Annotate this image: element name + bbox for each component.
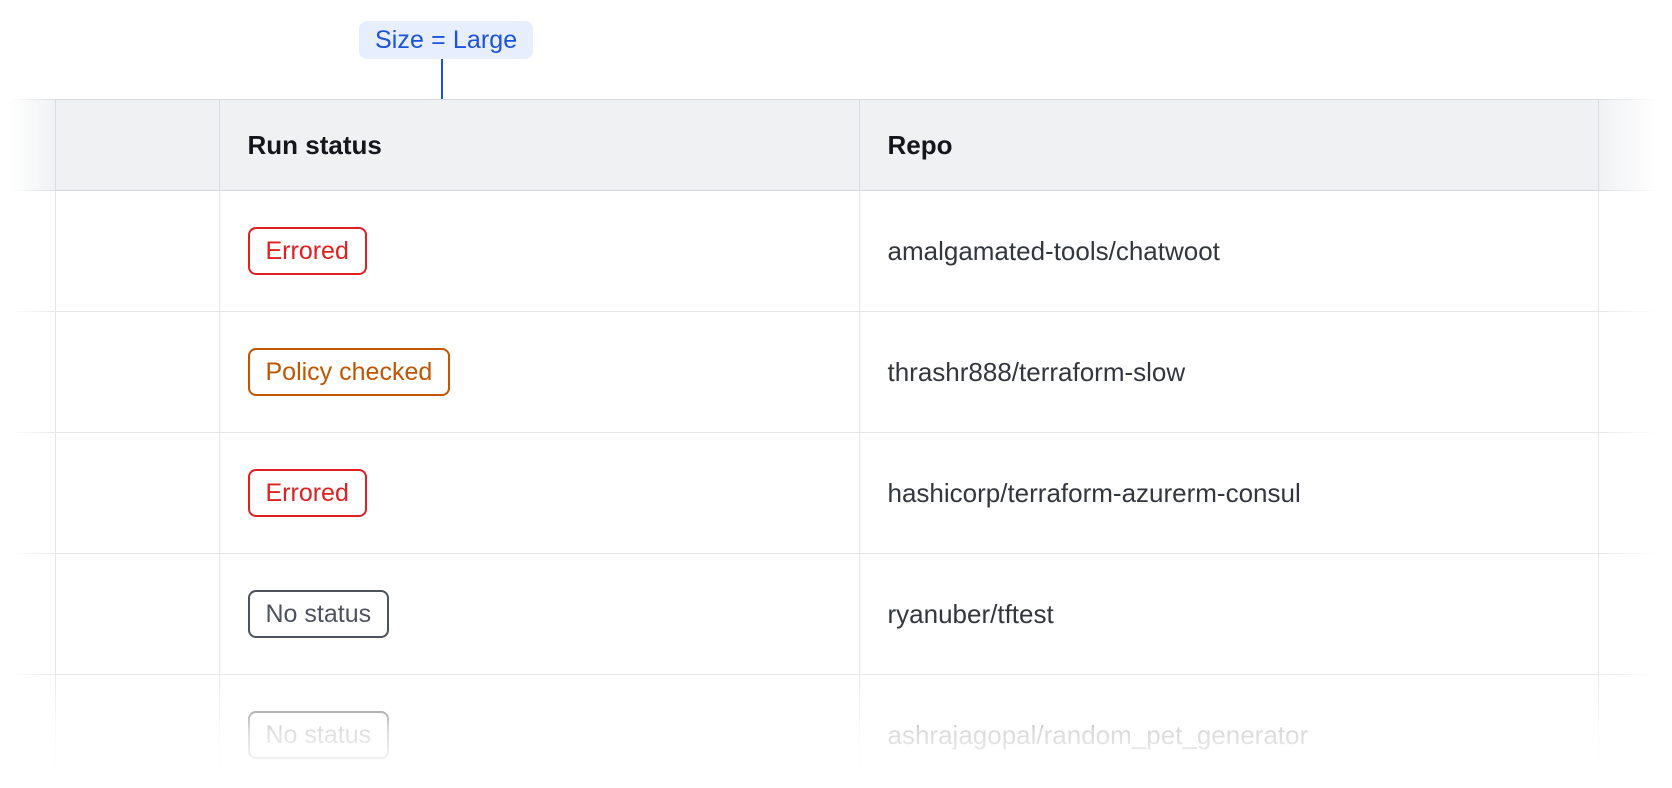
column-header-repo[interactable]: Repo <box>859 99 1599 191</box>
row-select-cell[interactable] <box>55 553 220 675</box>
row-spacer-right-cell <box>1598 311 1672 433</box>
row-run-status-cell: Errored <box>219 432 860 554</box>
row-spacer-left-cell <box>0 432 56 554</box>
row-spacer-right-cell <box>1598 190 1672 312</box>
table-row[interactable]: No status ryanuber/tftest <box>0 553 1672 675</box>
table-header-row: Run status Repo <box>0 99 1672 191</box>
column-header-run-status[interactable]: Run status <box>219 99 860 191</box>
status-badge: Errored <box>247 227 367 275</box>
table-body: Errored amalgamated-tools/chatwoot Polic… <box>0 190 1672 788</box>
table-row[interactable]: Errored hashicorp/terraform-azurerm-cons… <box>0 432 1672 554</box>
repo-name: ryanuber/tftest <box>887 598 1054 629</box>
row-spacer-right-cell <box>1598 432 1672 554</box>
status-badge: No status <box>247 590 390 638</box>
runs-table: Run status Repo Errored amalgamated-tool… <box>0 99 1672 788</box>
row-run-status-cell: No status <box>219 674 860 788</box>
row-repo-cell: hashicorp/terraform-azurerm-consul <box>859 432 1599 554</box>
row-repo-cell: ashrajagopal/random_pet_generator <box>859 674 1599 788</box>
row-select-cell[interactable] <box>55 311 220 433</box>
column-header-spacer-left <box>0 99 56 191</box>
annotation-badge-size-large: Size = Large <box>359 21 534 59</box>
status-badge: No status <box>247 711 390 759</box>
row-select-cell[interactable] <box>55 190 220 312</box>
repo-name: ashrajagopal/random_pet_generator <box>887 719 1309 750</box>
status-badge: Errored <box>247 469 367 517</box>
row-run-status-cell: No status <box>219 553 860 675</box>
row-repo-cell: ryanuber/tftest <box>859 553 1599 675</box>
repo-name: hashicorp/terraform-azurerm-consul <box>887 477 1301 508</box>
row-spacer-right-cell <box>1598 553 1672 675</box>
row-spacer-left-cell <box>0 190 56 312</box>
row-run-status-cell: Policy checked <box>219 311 860 433</box>
row-select-cell[interactable] <box>55 432 220 554</box>
row-select-cell[interactable] <box>55 674 220 788</box>
row-repo-cell: thrashr888/terraform-slow <box>859 311 1599 433</box>
row-run-status-cell: Errored <box>219 190 860 312</box>
row-repo-cell: amalgamated-tools/chatwoot <box>859 190 1599 312</box>
status-badge: Policy checked <box>247 348 451 396</box>
table-header: Run status Repo <box>0 99 1672 191</box>
table-row[interactable]: No status ashrajagopal/random_pet_genera… <box>0 674 1672 788</box>
column-header-spacer-right <box>1598 99 1672 191</box>
row-spacer-right-cell <box>1598 674 1672 788</box>
row-spacer-left-cell <box>0 311 56 433</box>
column-header-select[interactable] <box>55 99 220 191</box>
repo-name: amalgamated-tools/chatwoot <box>887 235 1220 266</box>
runs-table-container: Run status Repo Errored amalgamated-tool… <box>0 99 1672 788</box>
table-row[interactable]: Errored amalgamated-tools/chatwoot <box>0 190 1672 312</box>
row-spacer-left-cell <box>0 674 56 788</box>
repo-name: thrashr888/terraform-slow <box>887 356 1186 387</box>
row-spacer-left-cell <box>0 553 56 675</box>
table-row[interactable]: Policy checked thrashr888/terraform-slow <box>0 311 1672 433</box>
